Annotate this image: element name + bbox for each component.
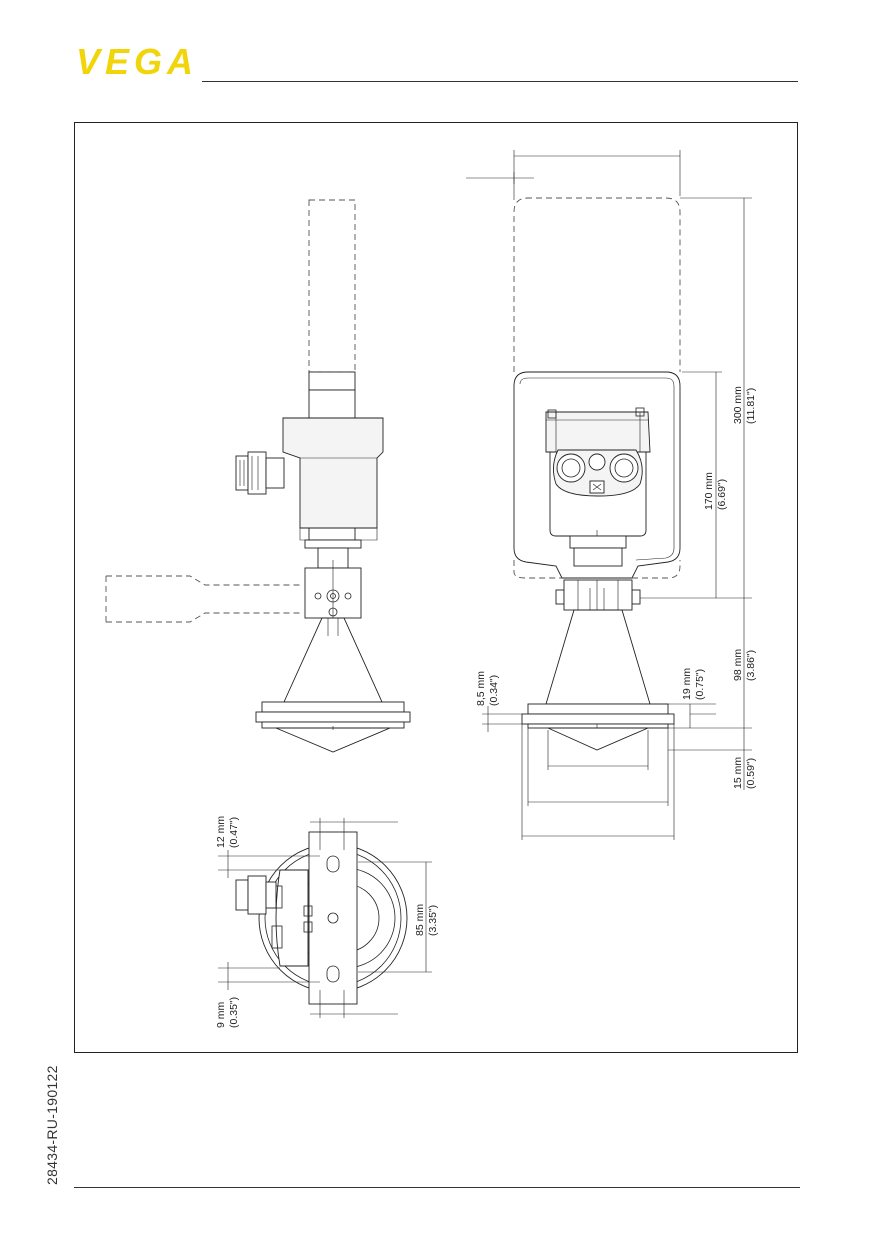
dim-19-mm: 19 mm [681, 668, 693, 700]
front-bracket [563, 579, 633, 611]
dim-top-width [513, 150, 681, 200]
dim-98-inch: (3.86") [745, 650, 757, 681]
side-housing [282, 417, 384, 529]
dim-top-offset [466, 172, 534, 184]
top-gland-body [247, 875, 267, 915]
dim-12-mm: 12 mm [215, 816, 227, 848]
dim-9-line [218, 962, 320, 990]
dim-19-line [640, 703, 716, 728]
dim-85-mm: 85 mm [414, 904, 426, 936]
dim-170-line [682, 371, 722, 598]
dim-98-mm: 98 mm [732, 649, 744, 681]
dim-flange-outer-width [521, 724, 675, 840]
top-view [218, 818, 432, 1018]
dim-flange-inner-width [527, 728, 669, 806]
logo-text: VEGA [76, 44, 192, 80]
dim-85-inch: (3.35") [427, 905, 439, 936]
dim-8-5-line [482, 706, 522, 732]
front-housing-lid [545, 411, 651, 453]
side-lens [275, 727, 391, 753]
dim-9-mm: 9 mm [215, 1001, 227, 1028]
dim-170-inch: (6.69") [716, 479, 728, 510]
dim-300-inch: (11.81") [745, 388, 757, 424]
dim-9-line-bottom [310, 990, 398, 1018]
dim-19-inch: (0.75") [694, 669, 706, 700]
dim-lens-width [547, 730, 649, 770]
dim-12-inch: (0.47") [228, 817, 240, 848]
footer-rule [74, 1187, 800, 1188]
front-horn [545, 609, 651, 705]
side-gland-nut [235, 455, 249, 491]
vega-logo: VEGA [76, 44, 193, 80]
drawing-frame [74, 122, 798, 1053]
dim-15-inch: (0.59") [745, 758, 757, 789]
dim-12-line [218, 850, 320, 878]
side-pipe-cap [308, 371, 356, 391]
dimension-labels: 300 mm (11.81") 170 mm (6.69") 98 mm (3.… [215, 386, 757, 1028]
front-lens [547, 727, 649, 751]
dim-300-mm: 300 mm [732, 386, 744, 424]
top-housing [275, 869, 309, 967]
top-bracket-plate [308, 831, 358, 1005]
side-horn [283, 617, 383, 703]
dim-8-5-mm: 8,5 mm [475, 671, 487, 706]
dim-85-line [358, 861, 432, 973]
header-rule [202, 81, 798, 82]
dim-8-5-inch: (0.34") [488, 675, 500, 706]
dim-15-mm: 15 mm [732, 757, 744, 789]
side-gland-body [247, 451, 267, 495]
dim-15-line [648, 727, 752, 790]
side-horizontal-pipe-dashed [105, 575, 303, 623]
document-id: 28434-RU-190122 [44, 1065, 60, 1185]
side-pipe-dashed [308, 199, 356, 373]
dim-12-line-top [310, 818, 398, 850]
side-gland-thread [265, 457, 285, 489]
top-gland-nut [235, 879, 249, 911]
front-view [466, 150, 752, 840]
dim-9-inch: (0.35") [228, 997, 240, 1028]
side-flange [255, 711, 411, 723]
front-cover-dashed [513, 197, 681, 372]
dim-170-mm: 170 mm [703, 472, 715, 510]
dim-98-line [640, 597, 752, 728]
side-view [105, 199, 411, 753]
front-gland-right [609, 453, 639, 483]
front-flange [521, 713, 675, 725]
dim-300-line [680, 197, 752, 598]
front-gland-left [556, 453, 586, 483]
